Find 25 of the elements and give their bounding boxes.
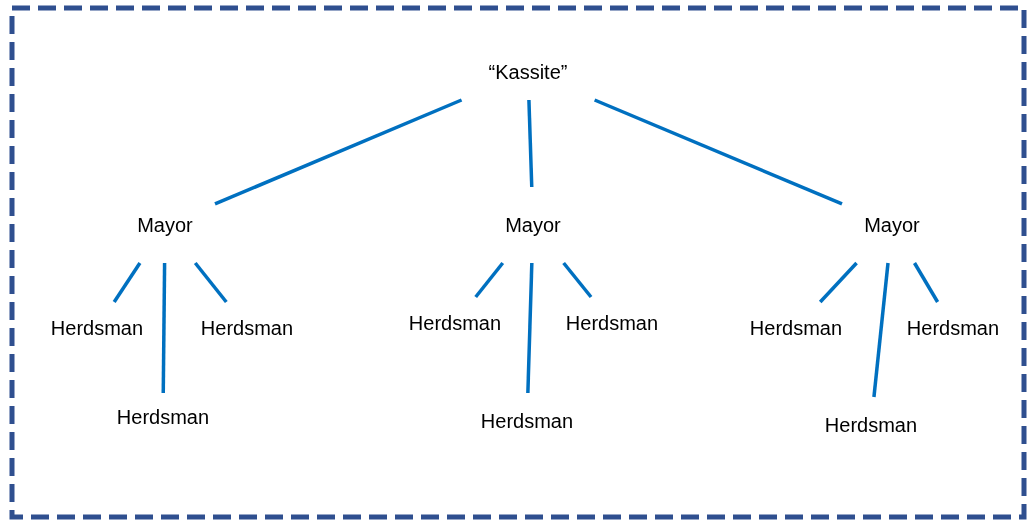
connector-line [474, 261, 505, 299]
node-label: Herdsman [200, 316, 294, 340]
node-label: Mayor [864, 213, 920, 237]
node-label: Herdsman [116, 405, 210, 429]
connector-line [193, 261, 228, 304]
node-label: Herdsman [408, 311, 502, 335]
connector-line [526, 262, 534, 394]
connector-line [161, 263, 167, 393]
root-label: “Kassite” [488, 60, 568, 84]
node-label: Mayor [505, 213, 561, 237]
connector-line [527, 99, 534, 188]
node-label: Herdsman [906, 316, 1000, 340]
connector-line [872, 262, 890, 398]
node-label: Herdsman [824, 413, 918, 437]
node-label: Herdsman [749, 316, 843, 340]
connector-line [214, 98, 463, 206]
connector-line [562, 261, 593, 299]
connector-line [913, 262, 940, 303]
connector-line [593, 98, 843, 206]
connector-line [112, 262, 142, 303]
node-label: Herdsman [50, 316, 144, 340]
node-label: Herdsman [565, 311, 659, 335]
node-label: Mayor [137, 213, 193, 237]
node-label: Herdsman [480, 409, 574, 433]
connector-line [818, 261, 858, 304]
